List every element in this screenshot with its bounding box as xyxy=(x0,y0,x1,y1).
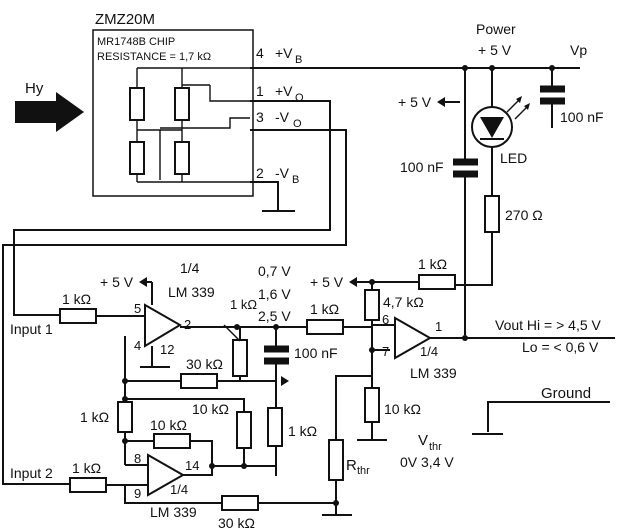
cap-top-label: 100 nF xyxy=(560,109,604,125)
compc-rthr: R xyxy=(346,457,357,474)
comparator-a xyxy=(144,303,182,348)
mid-pot: 1 kΩ xyxy=(230,297,257,312)
r270-label: 270 Ω xyxy=(505,207,543,223)
cap-mid-label: 100 nF xyxy=(400,159,444,175)
compc-r10: 10 kΩ xyxy=(384,401,421,417)
compc-rpull: 1 kΩ xyxy=(418,256,447,272)
compc-fraction: 1/4 xyxy=(420,344,438,359)
resistor-pullup xyxy=(418,274,456,290)
compa-plus5: + 5 V xyxy=(100,274,134,290)
bridge-resistor-3 xyxy=(129,141,145,175)
resistor-270 xyxy=(484,195,500,233)
sensor-pin1-sub: O xyxy=(295,92,304,104)
mid-r1: 1 kΩ xyxy=(288,423,317,439)
comparator-b xyxy=(147,453,186,497)
mid-v3: 2,5 V xyxy=(258,308,291,324)
compc-r47: 4,7 kΩ xyxy=(383,294,424,310)
sensor-pin2-sig: -V xyxy=(275,165,290,181)
compb-pin9: 9 xyxy=(134,486,141,501)
mid-cap: 100 nF xyxy=(294,345,338,361)
plus5-a: + 5 V xyxy=(398,94,432,110)
compb-rleft: 1 kΩ xyxy=(80,409,109,425)
mid-rseries: 1 kΩ xyxy=(310,301,339,317)
compa-pin2: 2 xyxy=(184,317,191,332)
sensor-pin4-sig: +V xyxy=(275,45,293,61)
compb-rfb1: 10 kΩ xyxy=(150,417,187,433)
field-label: Hy xyxy=(25,80,44,97)
power-supply: + 5 V xyxy=(478,42,512,58)
sensor-pin1-sig: +V xyxy=(275,83,293,99)
mid-r10: 10 kΩ xyxy=(192,401,229,417)
compb-part: LM 339 xyxy=(150,504,197,520)
resistor-30k-a xyxy=(180,373,218,389)
input1-label: Input 1 xyxy=(10,321,53,337)
compc-pin6: 6 xyxy=(382,312,389,327)
resistor-input1 xyxy=(59,308,97,324)
input2-label: Input 2 xyxy=(10,465,53,481)
mid-v1: 0,7 V xyxy=(258,263,291,279)
led-label: LED xyxy=(500,150,527,166)
resistor-1k-mid xyxy=(267,407,283,447)
compc-part: LM 339 xyxy=(410,365,457,381)
compc-pin1: 1 xyxy=(435,319,442,334)
compc-rthr-sub: thr xyxy=(357,465,370,477)
compa-pin12: 12 xyxy=(160,342,174,357)
compb-pin8: 8 xyxy=(134,451,141,466)
sensor-pin2: 2 xyxy=(256,165,264,181)
resistor-rthr xyxy=(328,439,344,481)
sensor-pin3: 3 xyxy=(256,109,264,125)
arrow-icon xyxy=(349,277,357,287)
output-ground: Ground xyxy=(541,385,591,402)
resistor-10k xyxy=(364,387,380,423)
resistor-30k-b xyxy=(221,495,259,511)
sensor-title: ZMZ20M xyxy=(95,11,155,28)
compa-pin5: 5 xyxy=(134,301,141,316)
arrow-icon xyxy=(437,97,445,107)
arrow-icon xyxy=(139,277,147,287)
sensor-pin3-sub: O xyxy=(293,118,302,130)
sensor-pin3-sig: -V xyxy=(275,109,290,125)
sensor-outline xyxy=(92,29,254,197)
mid-v2: 1,6 V xyxy=(258,286,291,302)
compa-pin4: 4 xyxy=(134,338,141,353)
compa-rfb: 30 kΩ xyxy=(186,356,223,372)
wiper-arrow-icon xyxy=(281,376,289,386)
compc-vthr: V xyxy=(418,432,428,449)
sensor-resistance: RESISTANCE = 1,7 kΩ xyxy=(97,51,211,63)
compc-plus5: + 5 V xyxy=(310,274,344,290)
compb-rin: 1 kΩ xyxy=(72,460,101,476)
compc-vthr-range: 0V 3,4 V xyxy=(400,454,454,470)
compc-pin7: 7 xyxy=(382,344,389,359)
comparator-c xyxy=(394,316,433,360)
bridge-resistor-1 xyxy=(129,87,145,121)
resistor-input2 xyxy=(69,477,107,493)
resistor-left-1k xyxy=(117,401,133,433)
potentiometer xyxy=(232,339,248,377)
power-rail: Vp xyxy=(570,42,587,58)
resistor-4k7 xyxy=(364,289,380,321)
sensor-chip: MR1748B CHIP xyxy=(97,36,175,48)
field-arrow-icon xyxy=(15,92,84,132)
bridge xyxy=(129,67,250,183)
compb-pin14: 14 xyxy=(185,458,199,473)
resistor-series xyxy=(306,319,344,335)
bridge-resistor-4 xyxy=(174,141,190,175)
output-lo: Lo = < 0,6 V xyxy=(522,339,599,355)
resistor-10k-b xyxy=(153,433,191,449)
compa-part: LM 339 xyxy=(168,284,215,300)
compa-fraction: 1/4 xyxy=(180,260,200,276)
compb-rfb2: 30 kΩ xyxy=(218,515,255,531)
compc-vthr-sub: thr xyxy=(429,441,442,453)
output-hi: Vout Hi = > 4,5 V xyxy=(495,317,602,333)
bridge-resistor-2 xyxy=(174,87,190,121)
sensor-pin2-sub: B xyxy=(292,174,299,186)
power-title: Power xyxy=(476,21,516,37)
compa-rin: 1 kΩ xyxy=(62,291,91,307)
sensor-pin4-sub: B xyxy=(295,54,302,66)
resistor-10k-mid xyxy=(236,411,252,449)
sensor-pin4: 4 xyxy=(256,45,264,61)
compb-fraction: 1/4 xyxy=(170,482,188,497)
sensor-pin1: 1 xyxy=(256,83,264,99)
